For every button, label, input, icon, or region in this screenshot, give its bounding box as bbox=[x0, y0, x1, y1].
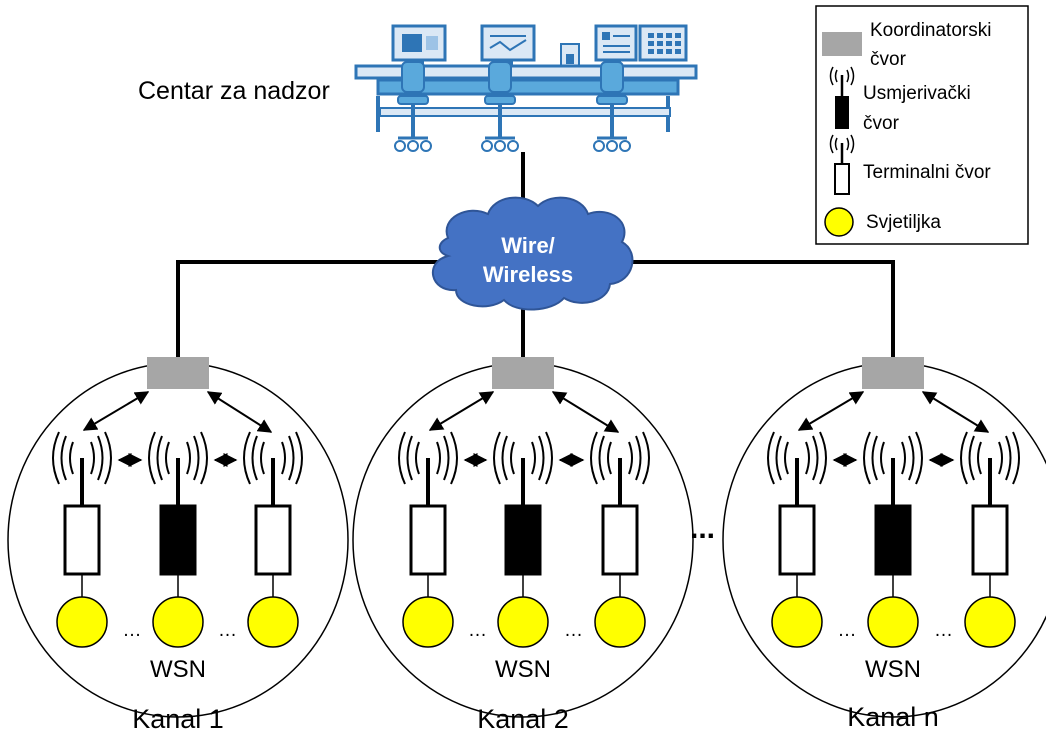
lamp-node bbox=[497, 596, 549, 648]
control-center bbox=[354, 24, 698, 152]
monitor-icon bbox=[480, 24, 536, 68]
lamp-node bbox=[594, 596, 646, 648]
router-node bbox=[504, 504, 542, 576]
coordinator-node bbox=[862, 357, 924, 389]
legend-router-symbol bbox=[829, 66, 855, 129]
legend-lamp-swatch bbox=[824, 207, 854, 237]
legend-coordinator-swatch bbox=[822, 32, 862, 56]
lamp-node bbox=[152, 596, 204, 648]
clusters: … … WSN Kanal 1 … … WSN Kanal 2 … … WSN Kanal n bbox=[7, 357, 1046, 731]
lamp-ellipsis: … bbox=[123, 620, 142, 641]
legend-coordinator-label-1: Koordinatorski bbox=[870, 20, 991, 41]
link-arrow bbox=[82, 391, 150, 431]
antenna-icon bbox=[829, 66, 855, 96]
control-center-label: Centar za nadzor bbox=[138, 77, 330, 105]
chair-icon bbox=[394, 61, 432, 152]
coordinator-node bbox=[492, 357, 554, 389]
cloud-label-line1: Wire/ bbox=[501, 233, 555, 258]
lamp-ellipsis: … bbox=[838, 620, 857, 641]
legend-coordinator-label-2: čvor bbox=[870, 49, 907, 70]
lamp-ellipsis: … bbox=[564, 620, 583, 641]
chair-icon bbox=[481, 61, 519, 152]
lamp-ellipsis: … bbox=[934, 620, 953, 641]
terminal-node bbox=[778, 504, 816, 576]
lamp-ellipsis: … bbox=[218, 620, 237, 641]
antenna-icon bbox=[829, 134, 855, 164]
lamp-node bbox=[56, 596, 108, 648]
lamp-node bbox=[402, 596, 454, 648]
network-cloud: Wire/ Wireless bbox=[431, 196, 634, 311]
terminal-node bbox=[409, 504, 447, 576]
router-node bbox=[159, 504, 197, 576]
terminal-node bbox=[254, 504, 292, 576]
terminal-node bbox=[63, 504, 101, 576]
lamp-ellipsis: … bbox=[468, 620, 487, 641]
link-arrow bbox=[206, 391, 273, 433]
chair-icon bbox=[593, 61, 631, 152]
link-arrow bbox=[551, 391, 620, 433]
link-arrow bbox=[921, 391, 990, 433]
wsn-label: WSN bbox=[865, 656, 921, 683]
wsn-label: WSN bbox=[495, 656, 551, 683]
keypad-icon bbox=[638, 24, 688, 62]
wsn-cluster: … … WSN Kanal 1 bbox=[7, 357, 349, 731]
router-node bbox=[874, 504, 912, 576]
wsn-cluster: … … WSN Kanal 2 bbox=[352, 357, 694, 731]
link-arrow bbox=[797, 391, 865, 431]
wsn-cluster: … … WSN Kanal n bbox=[722, 357, 1046, 731]
legend: Koordinatorski čvor Usmjerivački čvor bbox=[815, 5, 1029, 245]
channel-label: Kanal 2 bbox=[477, 704, 569, 731]
lamp-node bbox=[771, 596, 823, 648]
wsn-label: WSN bbox=[150, 656, 206, 683]
legend-terminal-label: Terminalni čvor bbox=[863, 162, 991, 183]
terminal-node bbox=[971, 504, 1009, 576]
link-arrow bbox=[428, 391, 495, 431]
cloud-label-line2: Wireless bbox=[483, 262, 573, 287]
lamp-node bbox=[867, 596, 919, 648]
monitor-icon bbox=[391, 24, 447, 68]
coordinator-node bbox=[147, 357, 209, 389]
channel-label: Kanal 1 bbox=[132, 704, 224, 731]
legend-terminal-symbol bbox=[829, 134, 855, 195]
channel-label: Kanal n bbox=[847, 702, 939, 731]
lamp-node bbox=[964, 596, 1016, 648]
legend-router-label-1: Usmjerivački bbox=[863, 83, 971, 104]
terminal-node bbox=[601, 504, 639, 576]
more-clusters-ellipsis: ... bbox=[690, 512, 715, 545]
lamp-node bbox=[247, 596, 299, 648]
legend-router-label-2: čvor bbox=[863, 113, 900, 134]
legend-lamp-label: Svjetiljka bbox=[866, 212, 941, 233]
monitor-icon bbox=[594, 24, 638, 68]
